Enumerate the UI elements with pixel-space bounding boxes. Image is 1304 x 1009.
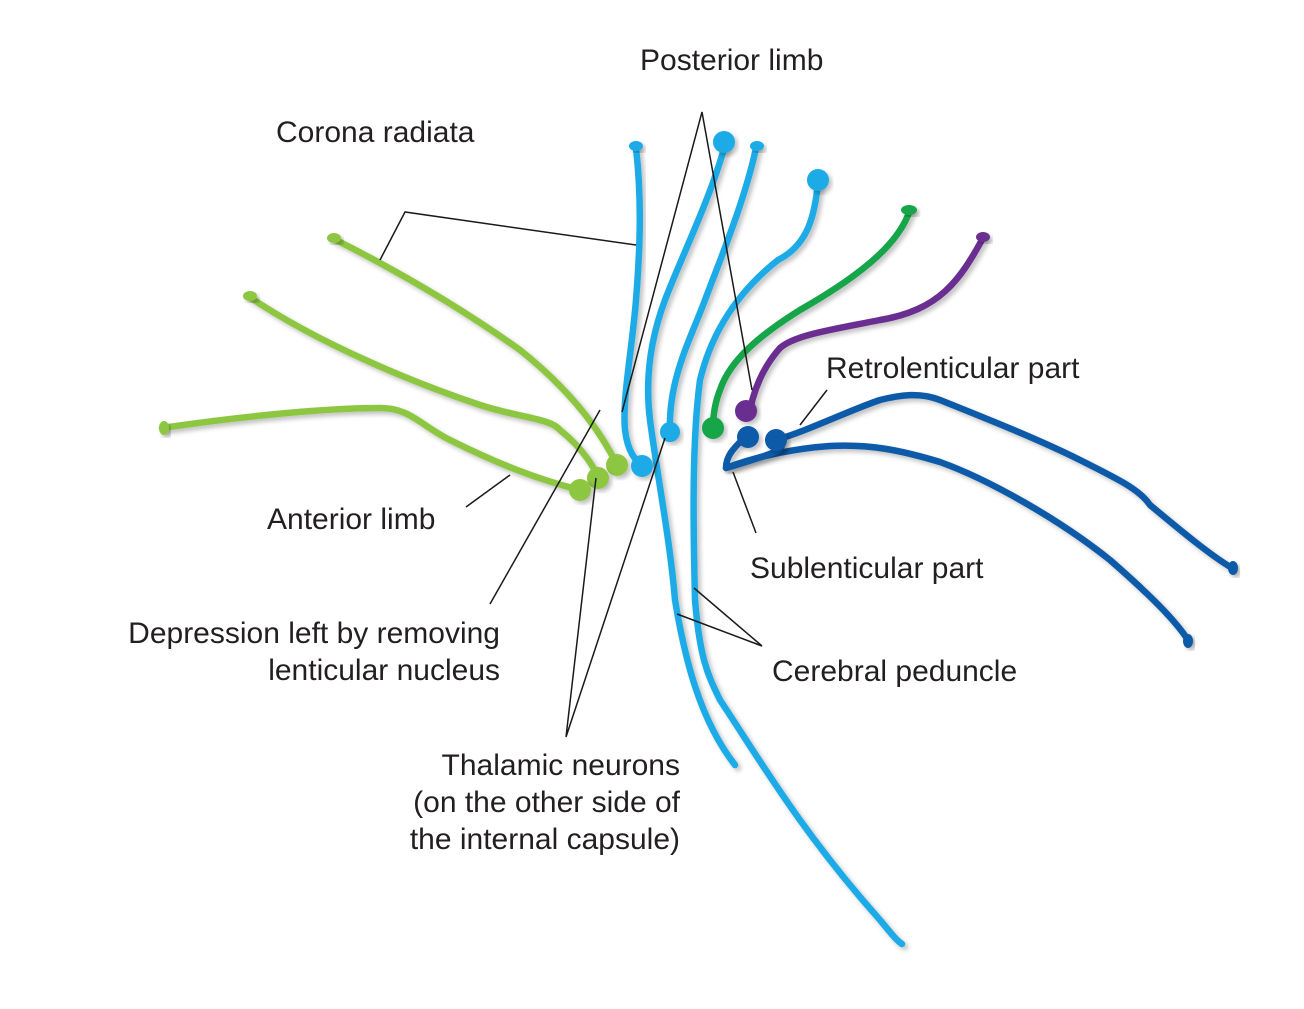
posterior-fiber-end-cap-1 — [629, 141, 643, 151]
green-fiber — [709, 206, 914, 432]
leader-anterior-limb — [465, 474, 511, 508]
label-depression-line2: lenticular nucleus — [268, 654, 500, 687]
label-thalamic-line3: the internal capsule) — [410, 823, 680, 856]
posterior-fiber-2 — [644, 141, 739, 769]
label-posterior-limb: Posterior limb — [640, 44, 823, 77]
posterior-neuron-top-1 — [713, 131, 735, 153]
green-fiber-group — [702, 205, 917, 439]
retrolenticular-fiber — [772, 391, 1236, 572]
leader-lines — [379, 111, 828, 738]
anterior-fiber-end-cap-1 — [327, 233, 341, 243]
label-thalamic-line1: Thalamic neurons — [442, 749, 680, 782]
anterior-fiber-1 — [328, 234, 621, 469]
sublenticular-fiber — [722, 433, 1192, 644]
leader-thalamic-neurons — [565, 437, 666, 738]
label-corona-radiata: Corona radiata — [276, 116, 475, 149]
green-fiber-end-cap — [901, 205, 917, 215]
leader-depression — [489, 409, 601, 605]
posterior-fiber-1 — [621, 144, 646, 470]
label-cerebral-peduncle: Cerebral peduncle — [772, 655, 1017, 688]
leader-sublenticular — [732, 471, 757, 534]
dark-blue-neuron-2 — [765, 429, 787, 451]
label-retrolenticular-part: Retrolenticular part — [826, 352, 1080, 385]
leader-retrolenticular — [799, 389, 828, 426]
label-anterior-limb: Anterior limb — [267, 503, 435, 536]
purple-fiber-end-cap — [976, 232, 990, 242]
anterior-fiber-2 — [244, 292, 604, 484]
anterior-limb-fibers — [158, 233, 628, 501]
leader-posterior-limb — [621, 111, 753, 413]
dark-blue-end-cap-1 — [1228, 561, 1238, 575]
posterior-fiber-3 — [666, 144, 760, 436]
anterior-fiber-end-cap-3 — [159, 421, 169, 435]
purple-fiber-group — [735, 232, 990, 422]
leader-cerebral-peduncle — [676, 587, 763, 647]
anterior-fiber-end-cap-2 — [243, 291, 257, 301]
green-neuron — [702, 417, 724, 439]
dark-blue-end-cap-2 — [1183, 634, 1193, 648]
posterior-neuron-low-1 — [631, 455, 653, 477]
labels: Posterior limb Corona radiata Retrolenti… — [128, 44, 1080, 856]
posterior-neuron-top-2 — [807, 169, 829, 191]
anterior-neuron-2 — [587, 467, 609, 489]
posterior-fiber-4 — [690, 178, 906, 948]
label-thalamic-line2: (on the other side of — [413, 786, 681, 819]
anterior-neuron-1 — [606, 454, 628, 476]
label-depression-line1: Depression left by removing — [128, 617, 500, 650]
thalamic-neuron-blue — [660, 422, 680, 442]
posterior-fiber-end-cap-2 — [750, 141, 764, 151]
label-sublenticular-part: Sublenticular part — [750, 552, 984, 585]
anterior-fiber-3 — [158, 404, 584, 494]
leader-corona-radiata — [379, 211, 637, 261]
posterior-limb-fibers — [621, 131, 906, 948]
purple-fiber — [746, 234, 987, 414]
anterior-neuron-3 — [569, 479, 591, 501]
sublenticular-retrolenticular-fibers — [722, 391, 1238, 648]
purple-neuron — [735, 400, 757, 422]
dark-blue-neuron-1 — [737, 426, 759, 448]
